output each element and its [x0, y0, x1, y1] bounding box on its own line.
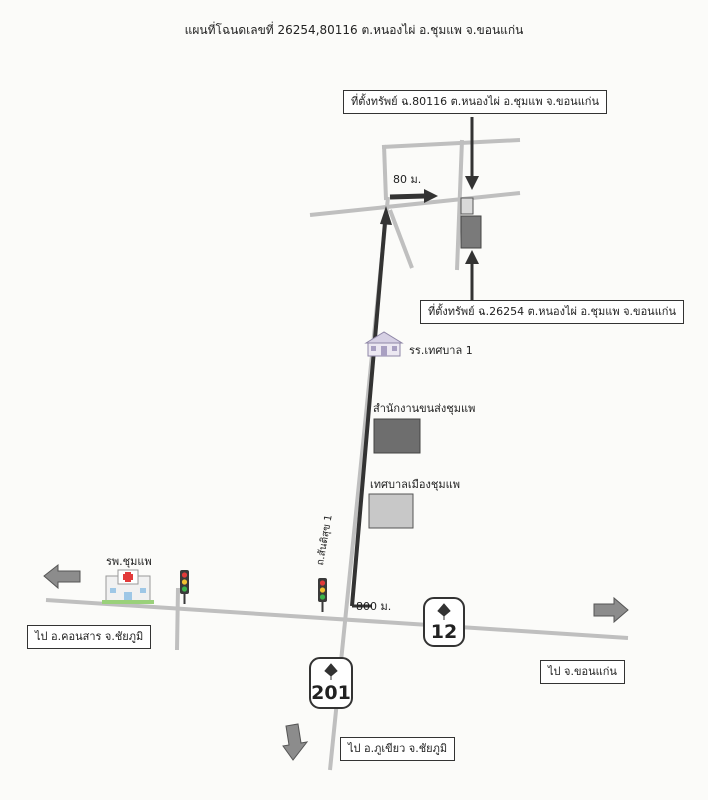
route-arrow	[350, 206, 392, 608]
label-distance-80m: 80 ม.	[393, 173, 422, 186]
hospital-icon	[102, 569, 154, 604]
label-school: รร.เทศบาล 1	[409, 344, 473, 357]
road-top-east-west	[381, 138, 521, 149]
arrow-80m	[389, 189, 438, 203]
road-left-vertical	[382, 144, 388, 201]
label-transport-office: สำนักงานขนส่งชุมแพ	[373, 402, 476, 415]
label-to-phu-khiao: ไป อ.ภูเขียว จ.ชัยภูมิ	[340, 737, 456, 761]
label-to-khon-kaen: ไป จ.ขอนแก่น	[540, 660, 625, 684]
label-property-26254: ที่ตั้งทรัพย์ ฉ.26254 ต.หนองไผ่ อ.ชุมแพ …	[420, 300, 684, 324]
parcel-26254	[460, 215, 482, 249]
highway-shield-icon	[309, 657, 353, 709]
highway-12-number: 12	[430, 621, 458, 643]
pointer-arrow-26254	[465, 250, 479, 300]
highway-12-road	[45, 598, 629, 640]
direction-arrow-icon	[593, 596, 629, 624]
road-diagonal-branch	[388, 209, 414, 269]
label-municipality: เทศบาลเมืองชุมแพ	[370, 478, 460, 491]
label-distance-800m: 800 ม.	[356, 600, 392, 613]
direction-arrow-icon	[43, 563, 81, 590]
parcel-80116	[460, 197, 474, 215]
highway-201-number: 201	[311, 682, 351, 704]
road-right-vertical	[455, 139, 464, 271]
label-to-khon-san: ไป อ.คอนสาร จ.ชัยภูมิ	[27, 625, 152, 649]
label-property-80116: ที่ตั้งทรัพย์ ฉ.80116 ต.หนองไผ่ อ.ชุมแพ …	[343, 90, 607, 114]
school-icon	[364, 331, 404, 357]
highway-shield-icon	[423, 597, 465, 647]
label-hospital: รพ.ชุมแพ	[106, 555, 152, 568]
transport-office-building	[373, 418, 421, 454]
map-title: แผนที่โฉนดเลขที่ 26254,80116 ต.หนองไผ่ อ…	[184, 23, 524, 37]
direction-arrow-icon	[282, 723, 309, 761]
traffic-light-icon	[180, 570, 189, 604]
pointer-arrow-80116	[465, 117, 479, 190]
municipality-building	[368, 493, 414, 529]
road-hospital-cross	[175, 587, 180, 651]
route-arrowhead	[380, 206, 392, 225]
traffic-light-icon	[318, 578, 327, 612]
road-upper-east-west	[309, 191, 521, 217]
